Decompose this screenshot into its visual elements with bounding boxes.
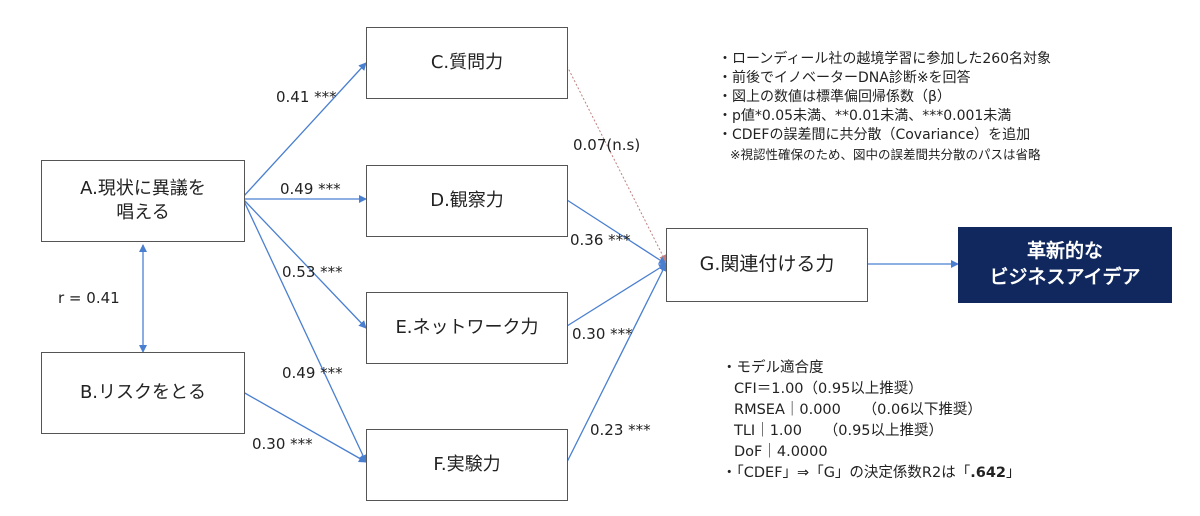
note-line: ・p値*0.05未満、**0.01未満、***0.001未満 [718, 108, 1012, 124]
node-e: E.ネットワーク力 [366, 292, 568, 364]
r2-suffix: 」 [1006, 465, 1021, 481]
path-label-c-g: 0.07(n.s) [573, 136, 641, 154]
node-c: C.質問力 [366, 27, 568, 99]
path-label-d-g: 0.36 *** [570, 231, 631, 249]
study-notes: ・ローンディール社の越境学習に参加した260名対象 ・前後でイノベーターDNA診… [718, 50, 1051, 164]
path-label-b-f: 0.30 *** [252, 435, 313, 453]
model-fit-block: ・モデル適合度 CFI＝1.00（0.95以上推奨） RMSEA｜0.000 （… [722, 358, 1021, 484]
fit-cfi: CFI＝1.00（0.95以上推奨） [734, 381, 923, 397]
arrow-d-g [566, 199, 667, 265]
node-a: A.現状に異議を 唱える [41, 160, 245, 242]
arrow-b-f [242, 391, 367, 463]
arrow-a-f [242, 198, 367, 463]
r2-prefix: ・「CDEF」⇒「G」の決定係数R2は「 [722, 465, 971, 481]
r2-value: .642 [970, 465, 1007, 481]
path-label-a-c: 0.41 *** [276, 88, 337, 106]
note-line: ・ローンディール社の越境学習に参加した260名対象 [718, 51, 1052, 67]
node-f: F.実験力 [366, 429, 568, 501]
fit-title: ・モデル適合度 [722, 360, 824, 376]
arrow-f-g [566, 263, 667, 463]
node-b: B.リスクをとる [41, 352, 245, 434]
correlation-label-a-b: r = 0.41 [58, 289, 120, 307]
fit-r2: ・「CDEF」⇒「G」の決定係数R2は「.642」 [722, 463, 1021, 484]
node-g: G.関連付ける力 [666, 228, 868, 302]
node-d: D.観察力 [366, 165, 568, 237]
path-label-e-g: 0.30 *** [572, 325, 633, 343]
note-line: ・前後でイノベーターDNA診断※を回答 [718, 70, 971, 86]
note-line: ・CDEFの誤差間に共分散（Covariance）を追加 [718, 127, 1031, 143]
arrow-c-g [566, 65, 667, 263]
path-label-f-g: 0.23 *** [590, 421, 651, 439]
fit-tli: TLI｜1.00 （0.95以上推奨） [734, 423, 944, 439]
path-label-a-f: 0.49 *** [282, 364, 343, 382]
arrow-e-g [566, 263, 667, 327]
fit-rmsea: RMSEA｜0.000 （0.06以下推奨） [734, 402, 982, 418]
path-label-a-d: 0.49 *** [280, 180, 341, 198]
path-label-a-e: 0.53 *** [282, 263, 343, 281]
fit-dof: DoF｜4.0000 [734, 444, 828, 460]
arrow-a-e [242, 198, 367, 329]
node-innovative-idea: 革新的な ビジネスアイデア [958, 227, 1172, 303]
note-footnote: ※視認性確保のため、図中の誤差間共分散のパスは省略 [730, 147, 1041, 162]
arrow-a-c [242, 62, 367, 198]
note-line: ・図上の数値は標準偏回帰係数（β） [718, 89, 951, 105]
